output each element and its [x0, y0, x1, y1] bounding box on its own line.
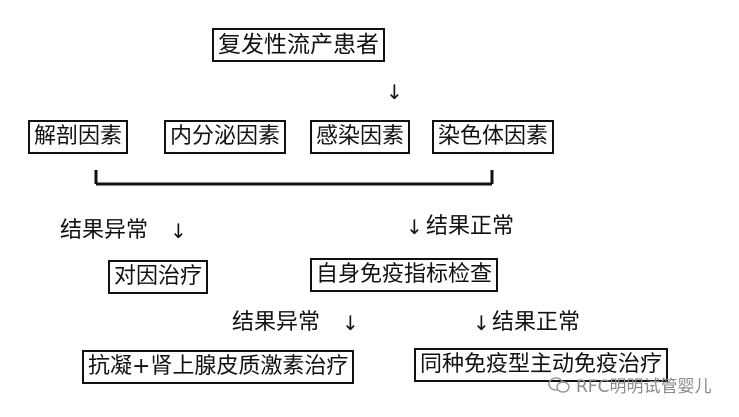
node-root: 复发性流产患者: [212, 28, 385, 62]
wechat-icon: [548, 376, 570, 393]
arrow-down-normal-1: ↓: [406, 215, 423, 239]
arrow-down-root: ↓: [386, 80, 403, 104]
arrow-down-abnormal-1: ↓: [170, 219, 187, 243]
node-factor-endocrine: 内分泌因素: [164, 120, 287, 154]
node-factor-anatomical: 解剖因素: [28, 120, 129, 154]
edge-label-normal-2: 结果正常: [492, 310, 581, 335]
node-active-immunotherapy: 同种免疫型主动免疫治疗: [414, 348, 669, 382]
watermark: RFC明明试管婴儿: [548, 372, 711, 397]
node-immune-check: 自身免疫指标检查: [310, 258, 499, 292]
edge-label-normal-1: 结果正常: [426, 214, 515, 239]
node-factor-infection: 感染因素: [310, 120, 411, 154]
node-anticoag-treatment: 抗凝+肾上腺皮质激素治疗: [82, 350, 355, 384]
node-cause-treatment: 对因治疗: [108, 260, 209, 294]
arrow-down-normal-2: ↓: [473, 311, 490, 335]
edge-label-abnormal-1: 结果异常: [60, 218, 149, 243]
arrow-down-abnormal-2: ↓: [342, 311, 359, 335]
node-factor-chromosome: 染色体因素: [432, 120, 555, 154]
watermark-text: RFC明明试管婴儿: [576, 377, 712, 397]
edge-label-abnormal-2: 结果异常: [232, 310, 321, 335]
